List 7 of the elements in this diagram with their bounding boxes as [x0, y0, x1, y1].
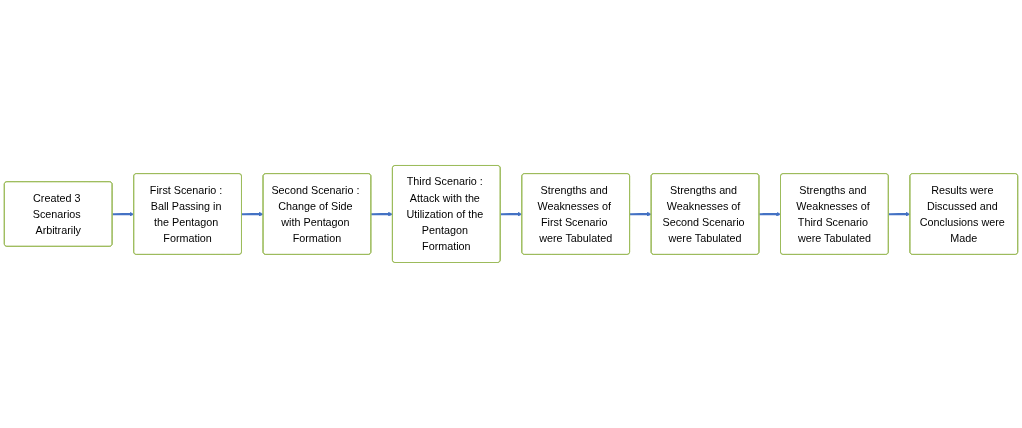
arrow	[371, 211, 393, 217]
arrow	[500, 211, 523, 217]
arrow	[759, 211, 781, 217]
arrow	[112, 211, 135, 217]
arrow	[241, 211, 264, 217]
arrow	[629, 211, 652, 217]
arrow	[888, 211, 911, 217]
